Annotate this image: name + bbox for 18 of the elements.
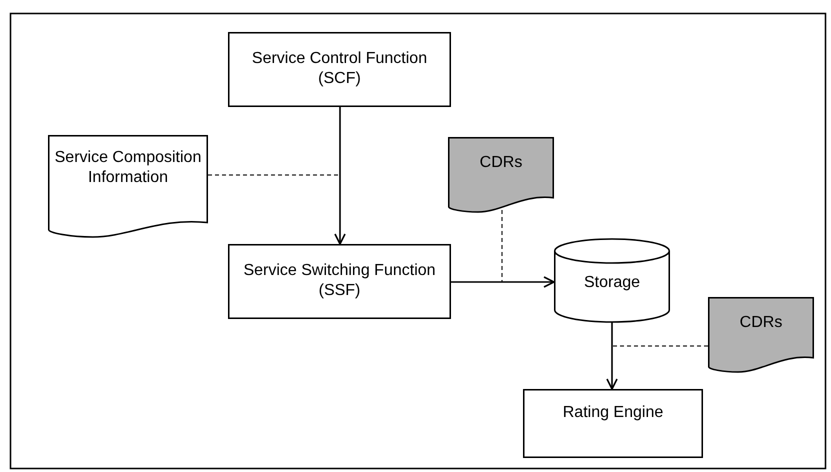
process-box	[228, 32, 451, 107]
process-box	[228, 244, 451, 319]
node-label: Service Switching Function (SSF)	[242, 261, 437, 301]
document-shape	[708, 297, 814, 373]
node-label: CDRs	[478, 153, 524, 173]
document-shape	[48, 135, 208, 238]
storage-cylinder	[554, 239, 670, 322]
arrow	[334, 107, 346, 245]
leader-line	[208, 174, 340, 176]
node-label: Rating Engine	[562, 403, 664, 423]
node-label: Storage	[582, 273, 642, 293]
node-label: Service Composition Information	[54, 148, 202, 188]
document-shape	[448, 137, 554, 213]
arrow	[451, 276, 555, 288]
arrow	[606, 322, 618, 390]
node-label: CDRs	[738, 313, 784, 333]
process-box	[523, 389, 703, 458]
node-label: Service Control Function (SCF)	[250, 49, 428, 89]
